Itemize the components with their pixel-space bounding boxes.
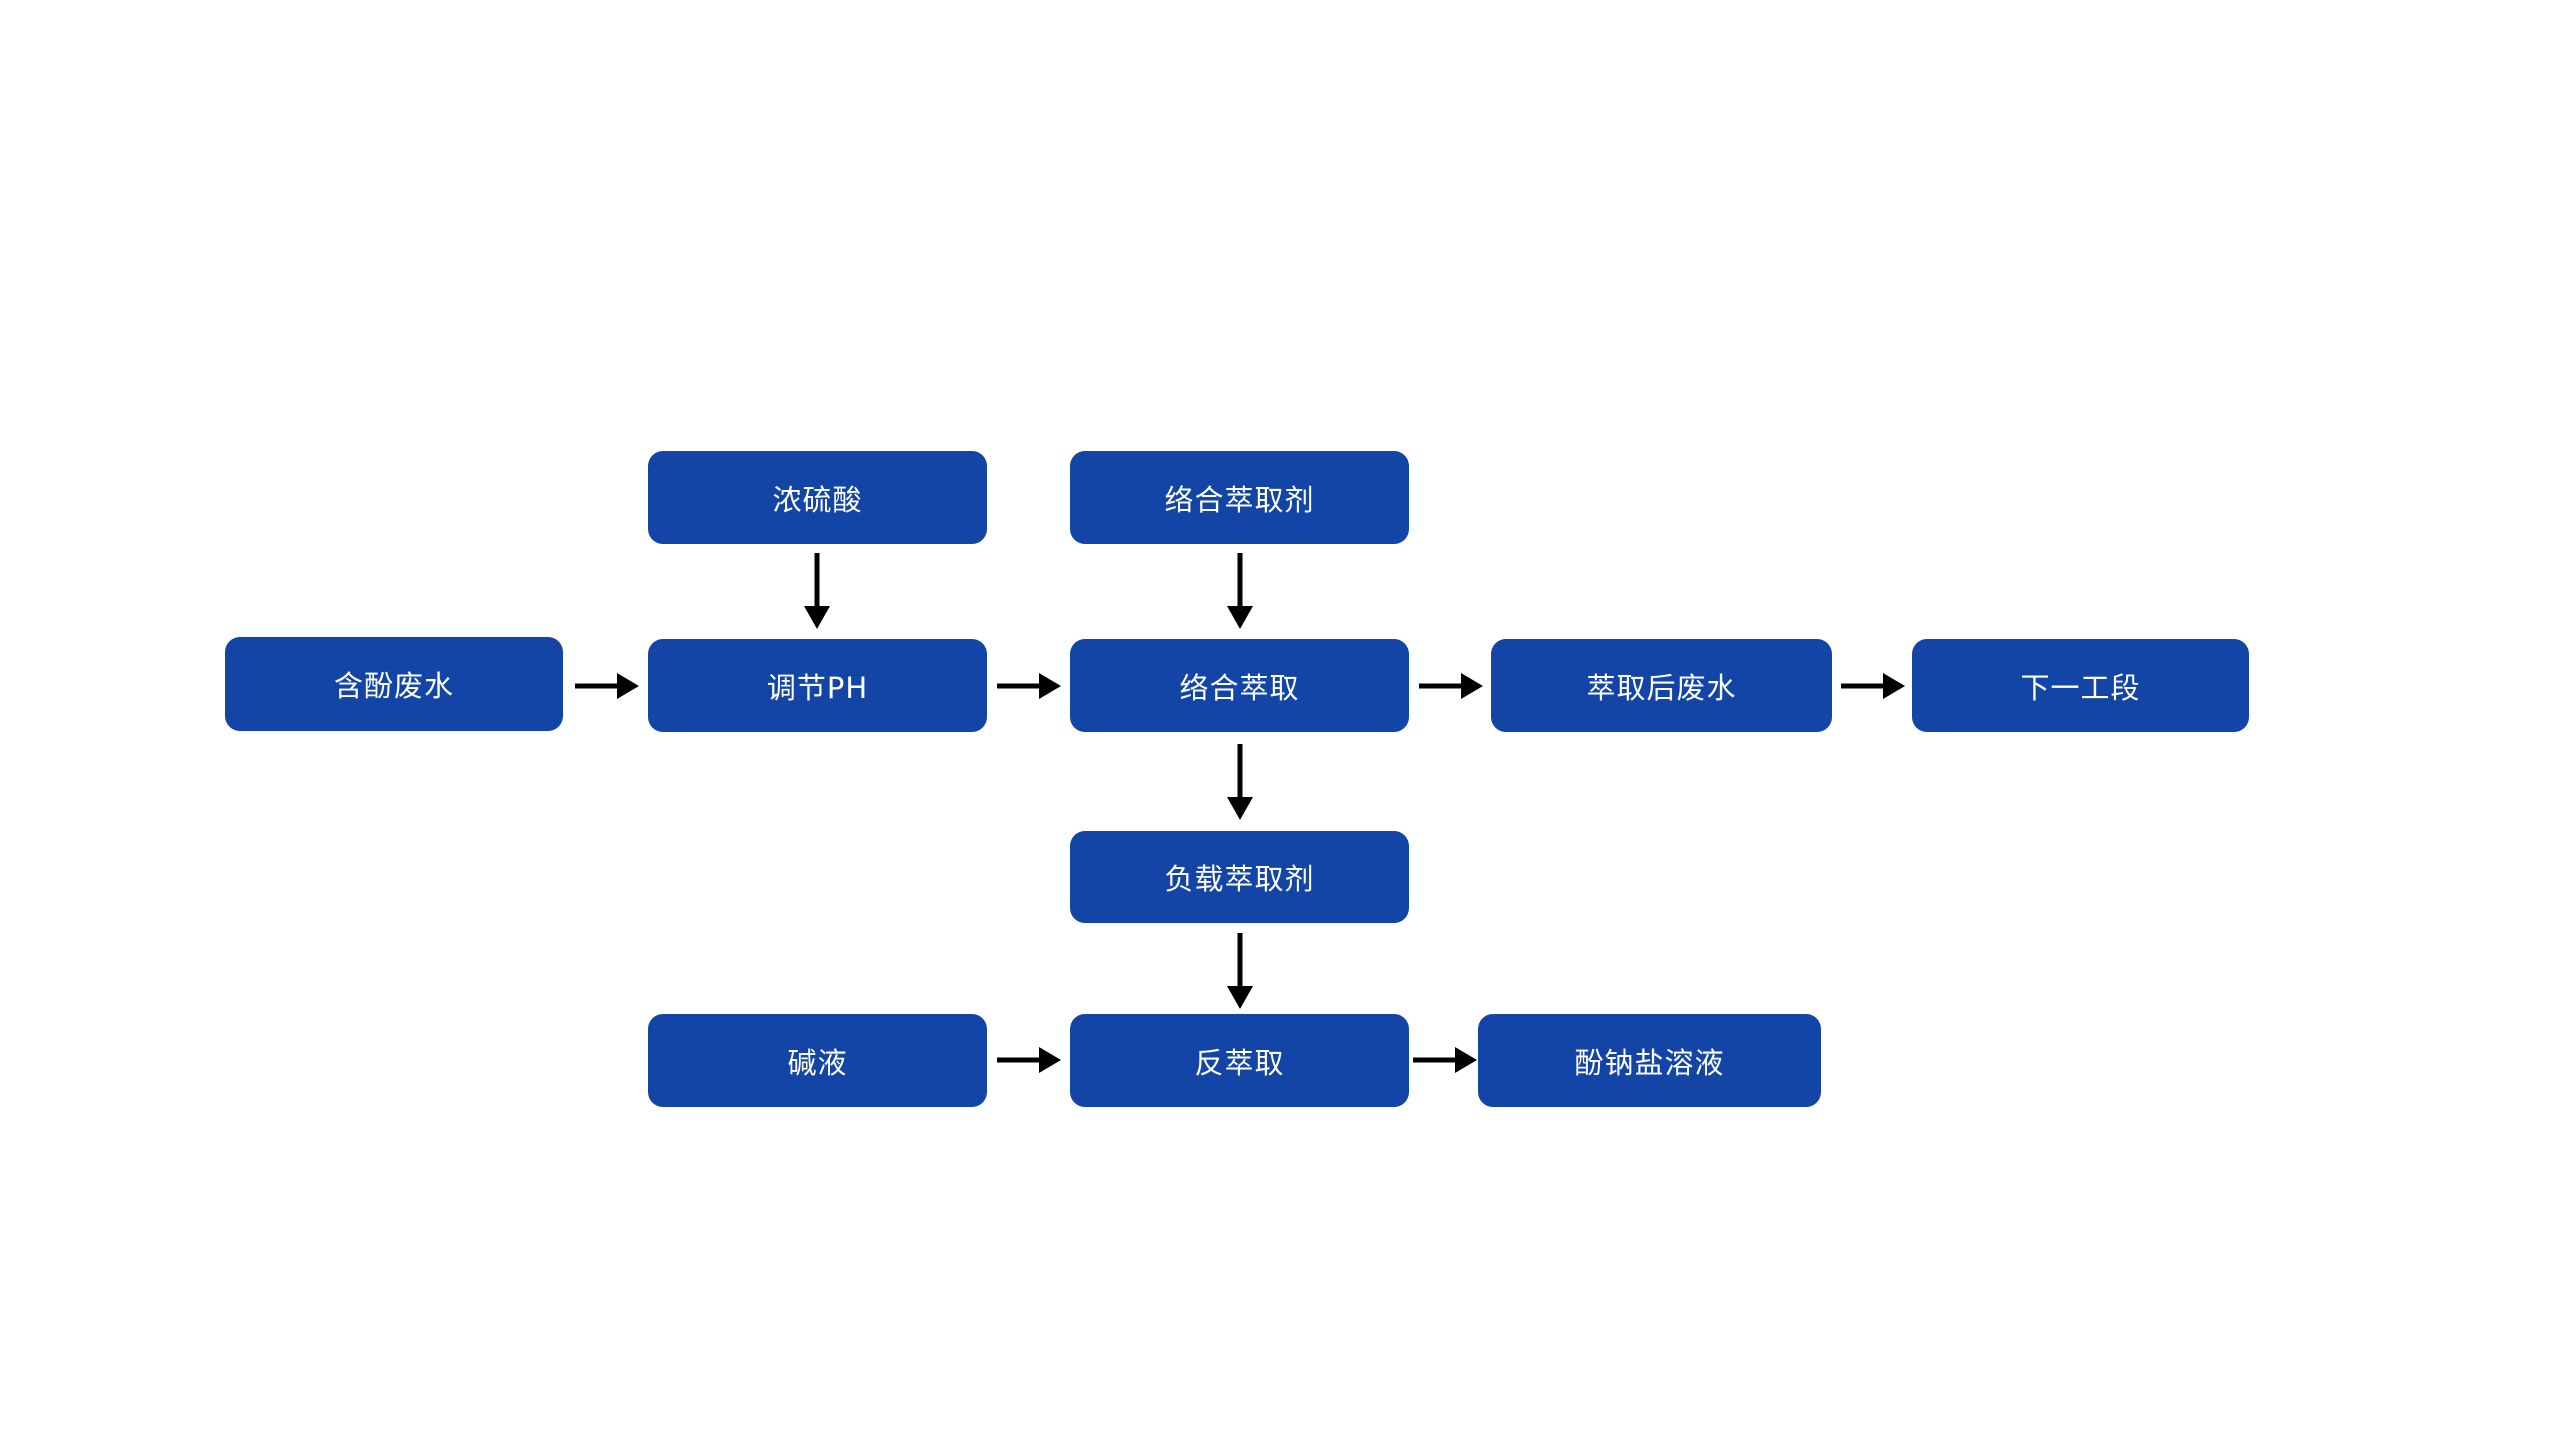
node-complexation-extraction: 络合萃取 — [1070, 639, 1409, 732]
node-sodium-phenolate-solution: 酚钠盐溶液 — [1478, 1014, 1821, 1107]
arrow-loaded-extractant-to-back-extraction — [1227, 933, 1253, 1009]
node-adjust-ph: 调节PH — [648, 639, 987, 732]
arrow-complexation-extraction-to-loaded-extractant — [1227, 744, 1253, 820]
arrow-concentrated-sulfuric-acid-to-adjust-ph — [804, 553, 830, 629]
node-concentrated-sulfuric-acid: 浓硫酸 — [648, 451, 987, 544]
node-phenolic-wastewater: 含酚废水 — [225, 637, 563, 731]
arrow-back-extraction-to-sodium-phenolate-solution — [1413, 1047, 1477, 1073]
node-back-extraction: 反萃取 — [1070, 1014, 1409, 1107]
node-alkali-solution: 碱液 — [648, 1014, 987, 1107]
node-complexing-extractant: 络合萃取剂 — [1070, 451, 1409, 544]
arrow-alkali-solution-to-back-extraction — [997, 1047, 1061, 1073]
arrow-post-extraction-wastewater-to-next-stage — [1841, 673, 1905, 699]
arrow-adjust-ph-to-complexation-extraction — [997, 673, 1061, 699]
node-next-stage: 下一工段 — [1912, 639, 2249, 732]
arrow-complexing-extractant-to-complexation-extraction — [1227, 553, 1253, 629]
node-loaded-extractant: 负载萃取剂 — [1070, 831, 1409, 923]
arrow-complexation-extraction-to-post-extraction-wastewater — [1419, 673, 1483, 699]
node-post-extraction-wastewater: 萃取后废水 — [1491, 639, 1832, 732]
arrow-phenolic-wastewater-to-adjust-ph — [575, 673, 639, 699]
